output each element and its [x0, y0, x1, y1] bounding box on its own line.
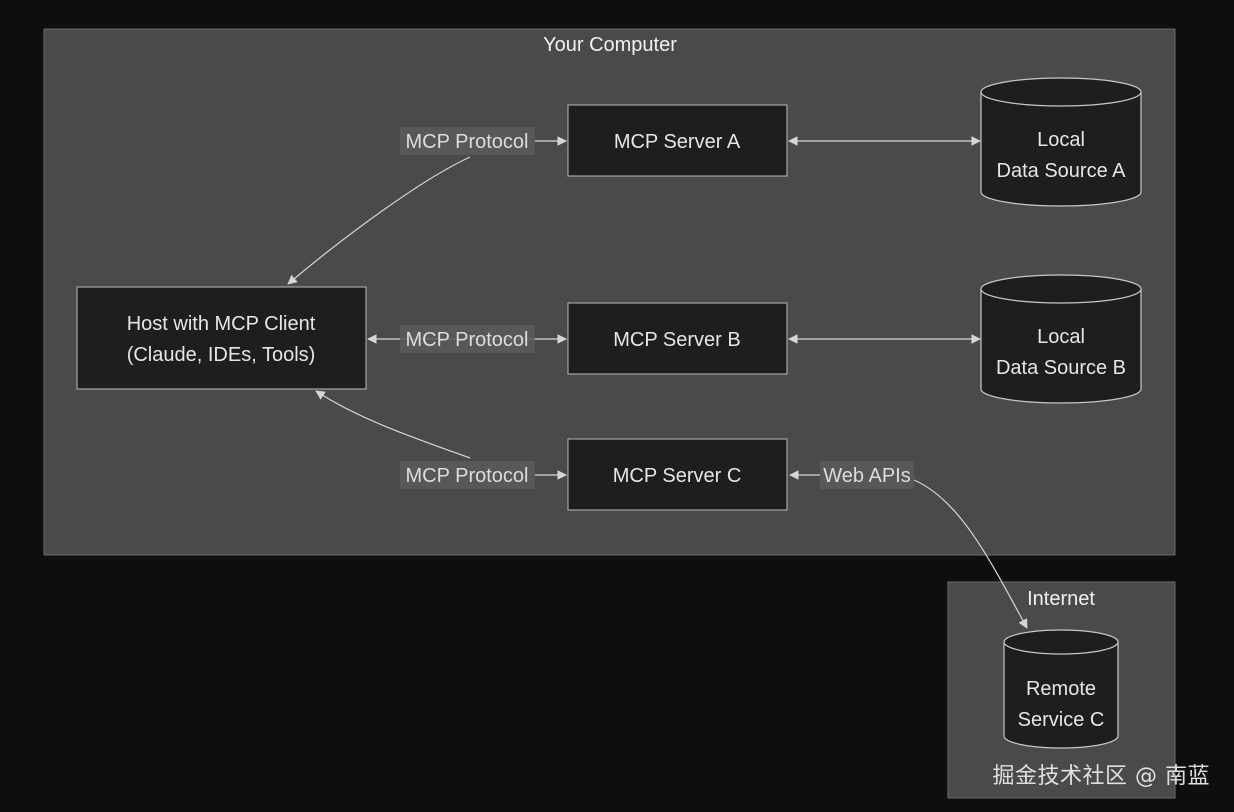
- node-host-line2: (Claude, IDEs, Tools): [127, 344, 316, 366]
- cluster-title-internet: Internet: [1027, 588, 1095, 610]
- node-server-b[interactable]: MCP Server B: [567, 302, 788, 375]
- svg-text:MCP Protocol: MCP Protocol: [405, 131, 528, 153]
- edge-label-web-apis: Web APIs: [820, 461, 914, 489]
- cluster-internet: Internet: [947, 581, 1176, 799]
- node-host-line1: Host with MCP Client: [127, 313, 316, 335]
- edge-label-host-a: MCP Protocol: [400, 127, 535, 155]
- svg-text:Service C: Service C: [1018, 709, 1105, 731]
- cluster-title-your-computer: Your Computer: [543, 34, 677, 56]
- svg-text:MCP Server A: MCP Server A: [614, 131, 741, 153]
- edge-host-server-c-curve: [315, 390, 471, 459]
- svg-text:MCP Protocol: MCP Protocol: [405, 329, 528, 351]
- node-host[interactable]: Host with MCP Client (Claude, IDEs, Tool…: [76, 286, 367, 390]
- svg-text:Local: Local: [1037, 129, 1085, 151]
- node-server-c[interactable]: MCP Server C: [567, 438, 788, 511]
- node-server-a[interactable]: MCP Server A: [567, 104, 788, 177]
- svg-text:MCP Server C: MCP Server C: [613, 465, 742, 487]
- svg-text:Data Source B: Data Source B: [996, 357, 1126, 379]
- node-data-source-b[interactable]: Local Data Source B: [980, 274, 1142, 404]
- svg-text:MCP Protocol: MCP Protocol: [405, 465, 528, 487]
- edge-label-host-b: MCP Protocol: [400, 325, 535, 353]
- svg-text:Local: Local: [1037, 326, 1085, 348]
- svg-text:Web APIs: Web APIs: [823, 465, 910, 487]
- node-data-source-a[interactable]: Local Data Source A: [980, 77, 1142, 207]
- svg-text:Remote: Remote: [1026, 678, 1096, 700]
- edge-host-server-a-curve: [287, 156, 471, 285]
- watermark-text: 掘金技术社区 @ 南蓝: [992, 764, 1210, 789]
- edge-label-host-c: MCP Protocol: [400, 461, 535, 489]
- node-remote-service-c[interactable]: Remote Service C: [1003, 629, 1119, 749]
- svg-text:MCP Server B: MCP Server B: [613, 329, 740, 351]
- edge-web-apis-remote: [913, 479, 1028, 629]
- svg-text:Data Source A: Data Source A: [997, 160, 1127, 182]
